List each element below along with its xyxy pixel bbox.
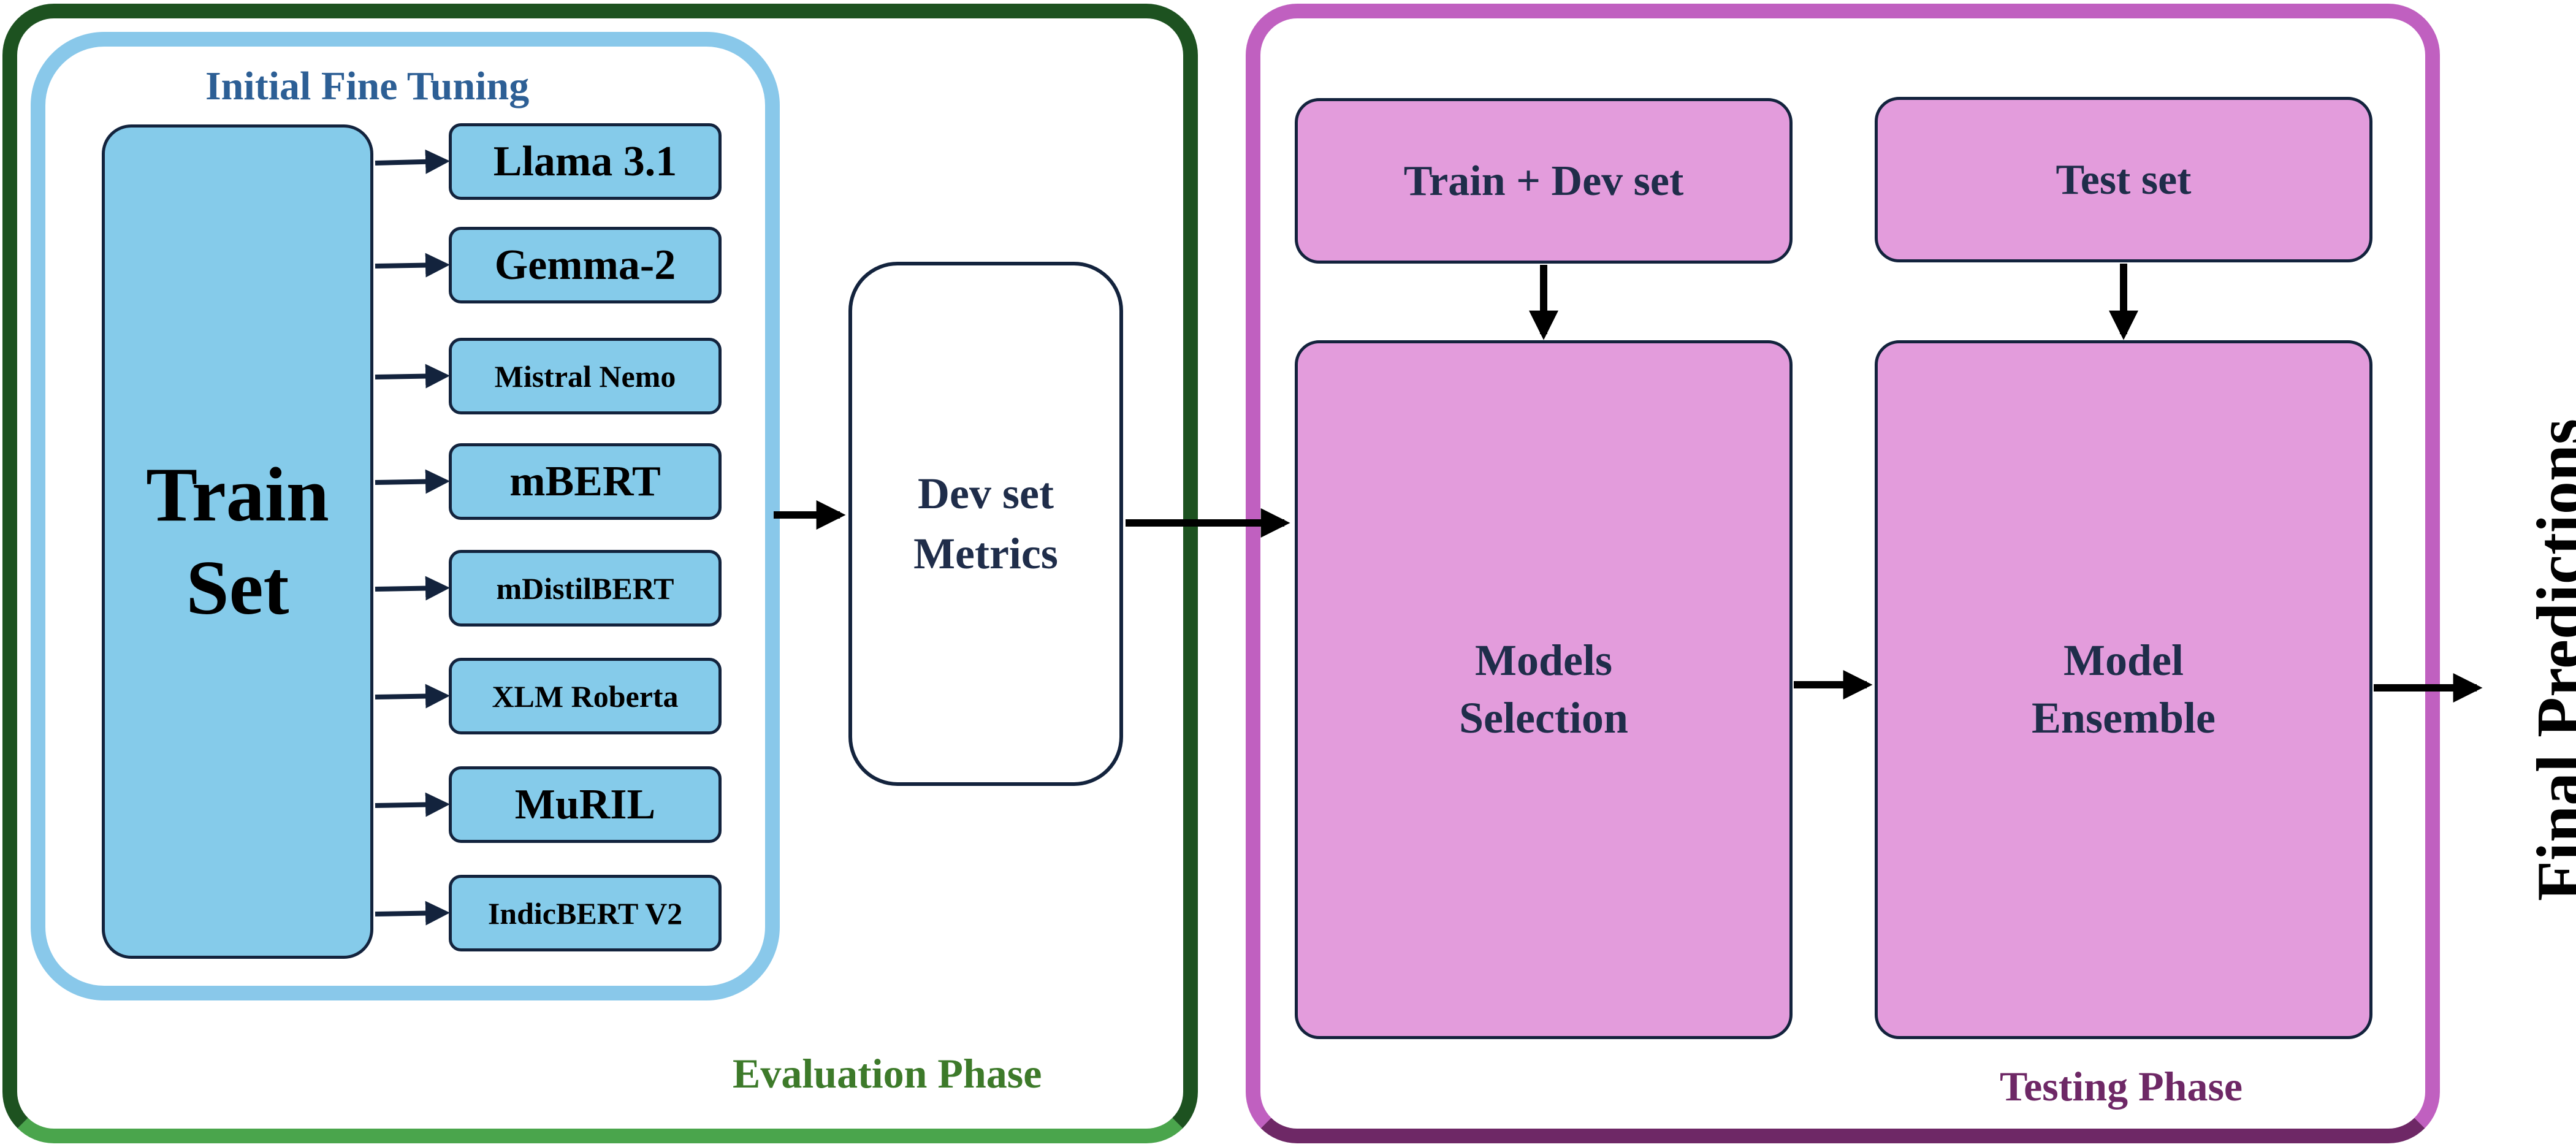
testing-phase-label: Testing Phase (2000, 1063, 2243, 1110)
arrow-to-xlm (375, 684, 450, 709)
model-llama: Llama 3.1 (449, 123, 722, 200)
arrow-to-mbert (375, 469, 450, 494)
dev-metrics-line2: Metrics (913, 528, 1058, 578)
dev-metrics-line1: Dev set (918, 469, 1054, 519)
arrow-to-mdistilbert (375, 576, 450, 601)
train-set-line2: Set (186, 545, 289, 631)
dev-set-metrics-box: Dev set Metrics (848, 262, 1123, 786)
fine-tuning-title: Initial Fine Tuning (205, 64, 530, 109)
model-xlm-roberta: XLM Roberta (449, 658, 722, 734)
models-selection-line1: Models (1475, 636, 1612, 685)
model-gemma: Gemma-2 (449, 227, 722, 303)
model-ensemble-box: Model Ensemble (1875, 340, 2372, 1039)
train-set-line1: Train (146, 452, 329, 538)
arrow-to-muril (375, 792, 450, 817)
model-ensemble-line1: Model (2063, 636, 2184, 685)
arrow-to-indicbert (375, 901, 450, 926)
arrow-to-llama (375, 149, 450, 174)
models-selection-line2: Selection (1459, 693, 1628, 742)
model-indicbert: IndicBERT V2 (449, 875, 722, 951)
test-set-box: Test set (1875, 97, 2372, 262)
model-muril: MuRIL (449, 766, 722, 843)
train-to-model-arrows (375, 149, 450, 926)
arrow-to-gemma (375, 253, 450, 278)
models-selection-box: Models Selection (1295, 340, 1793, 1039)
train-set-box: Train Set (102, 124, 373, 959)
model-mbert: mBERT (449, 443, 722, 520)
model-mistral: Mistral Nemo (449, 338, 722, 414)
train-dev-set-box: Train + Dev set (1295, 98, 1793, 264)
arrow-to-mistral (375, 364, 450, 389)
model-mdistilbert: mDistilBERT (449, 550, 722, 627)
model-ensemble-line2: Ensemble (2031, 693, 2216, 742)
evaluation-phase-label: Evaluation Phase (733, 1050, 1042, 1097)
